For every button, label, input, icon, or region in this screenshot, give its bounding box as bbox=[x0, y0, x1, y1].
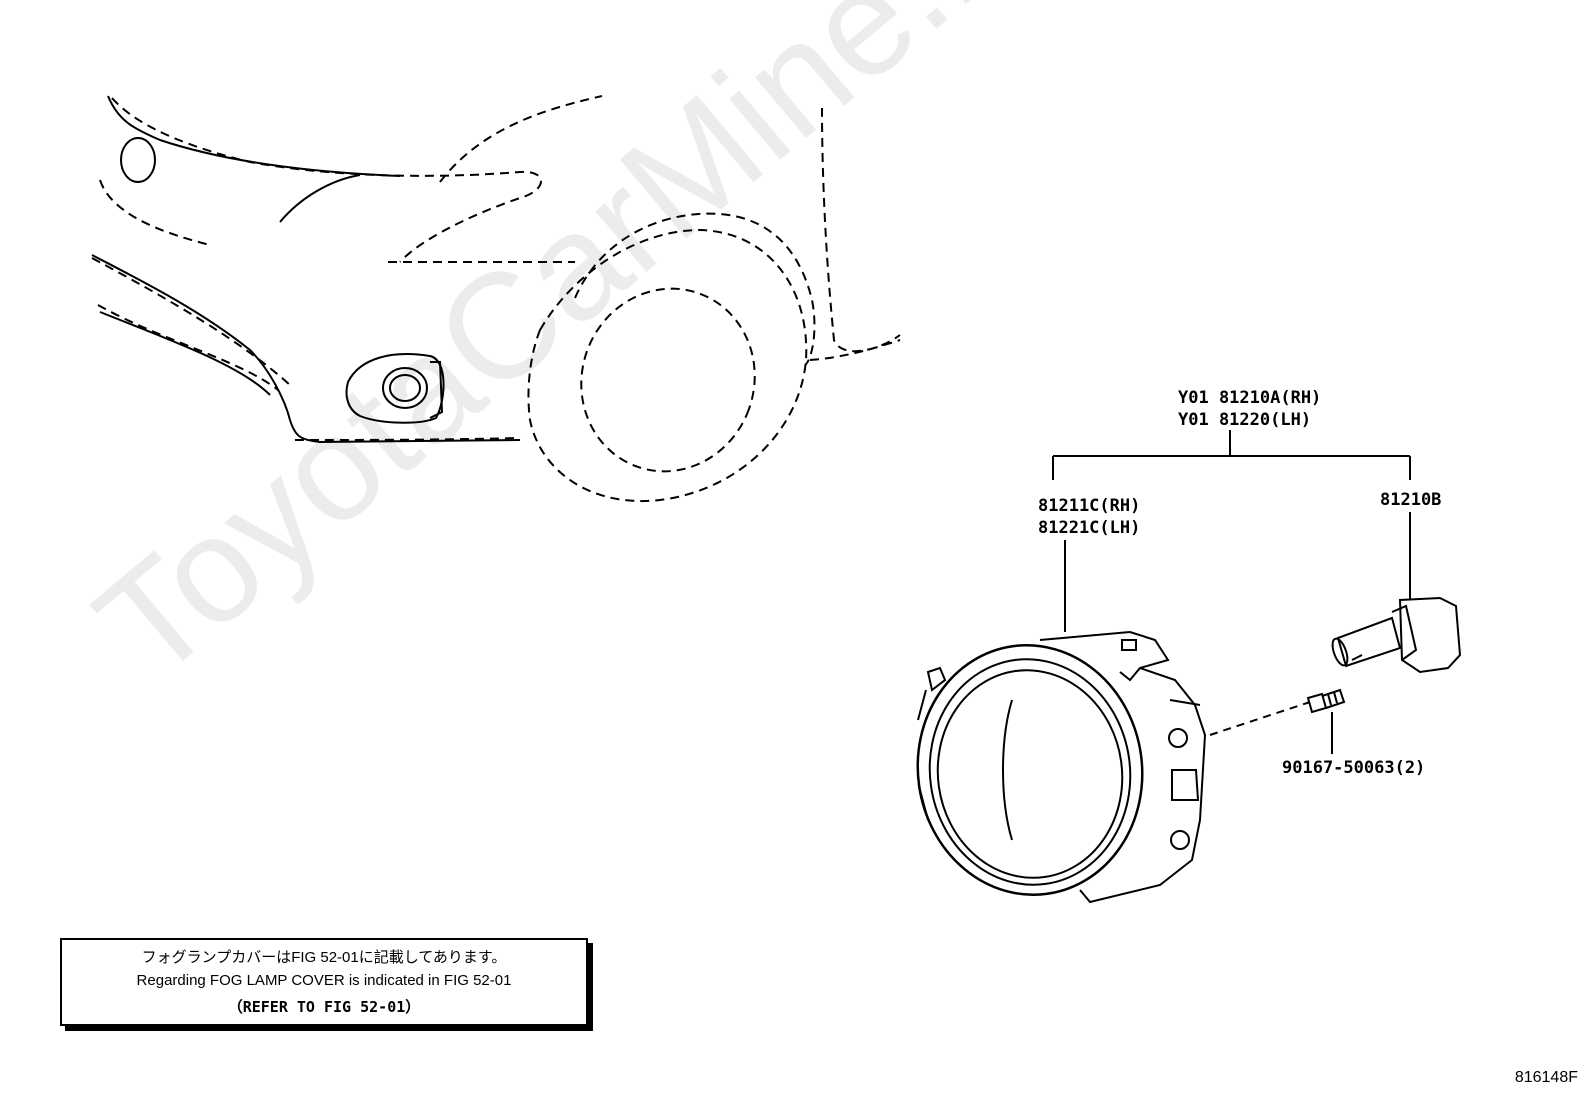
fog-lamp-unit bbox=[916, 630, 1207, 904]
car-front-outline bbox=[91, 95, 901, 441]
note-japanese-text: フォグランプカバーはFIG 52-01に記載してあります。 bbox=[141, 949, 507, 966]
figure-id: 816148F bbox=[1514, 1069, 1578, 1086]
part-number-assembly-rh[interactable]: Y01 81210A(RH) bbox=[1178, 388, 1322, 408]
part-number-assembly-lh[interactable]: Y01 81220(LH) bbox=[1178, 410, 1312, 430]
note-english-text: Regarding FOG LAMP COVER is indicated in… bbox=[136, 972, 512, 989]
part-number-bulb[interactable]: 81210B bbox=[1380, 490, 1442, 510]
reference-note-box: フォグランプカバーはFIG 52-01に記載してあります。 Regarding … bbox=[60, 938, 588, 1026]
part-number-unit-rh[interactable]: 81211C(RH) bbox=[1038, 496, 1141, 516]
note-reference-text: （REFER TO FIG 52-01） bbox=[227, 998, 421, 1016]
bulb-icon bbox=[1331, 596, 1462, 674]
part-number-screw[interactable]: 90167-50063(2) bbox=[1282, 758, 1426, 778]
screw-icon bbox=[1306, 688, 1346, 714]
part-number-unit-lh[interactable]: 81221C(LH) bbox=[1038, 518, 1141, 538]
leader-lines bbox=[1052, 430, 1411, 754]
car-front-solid bbox=[91, 95, 808, 503]
